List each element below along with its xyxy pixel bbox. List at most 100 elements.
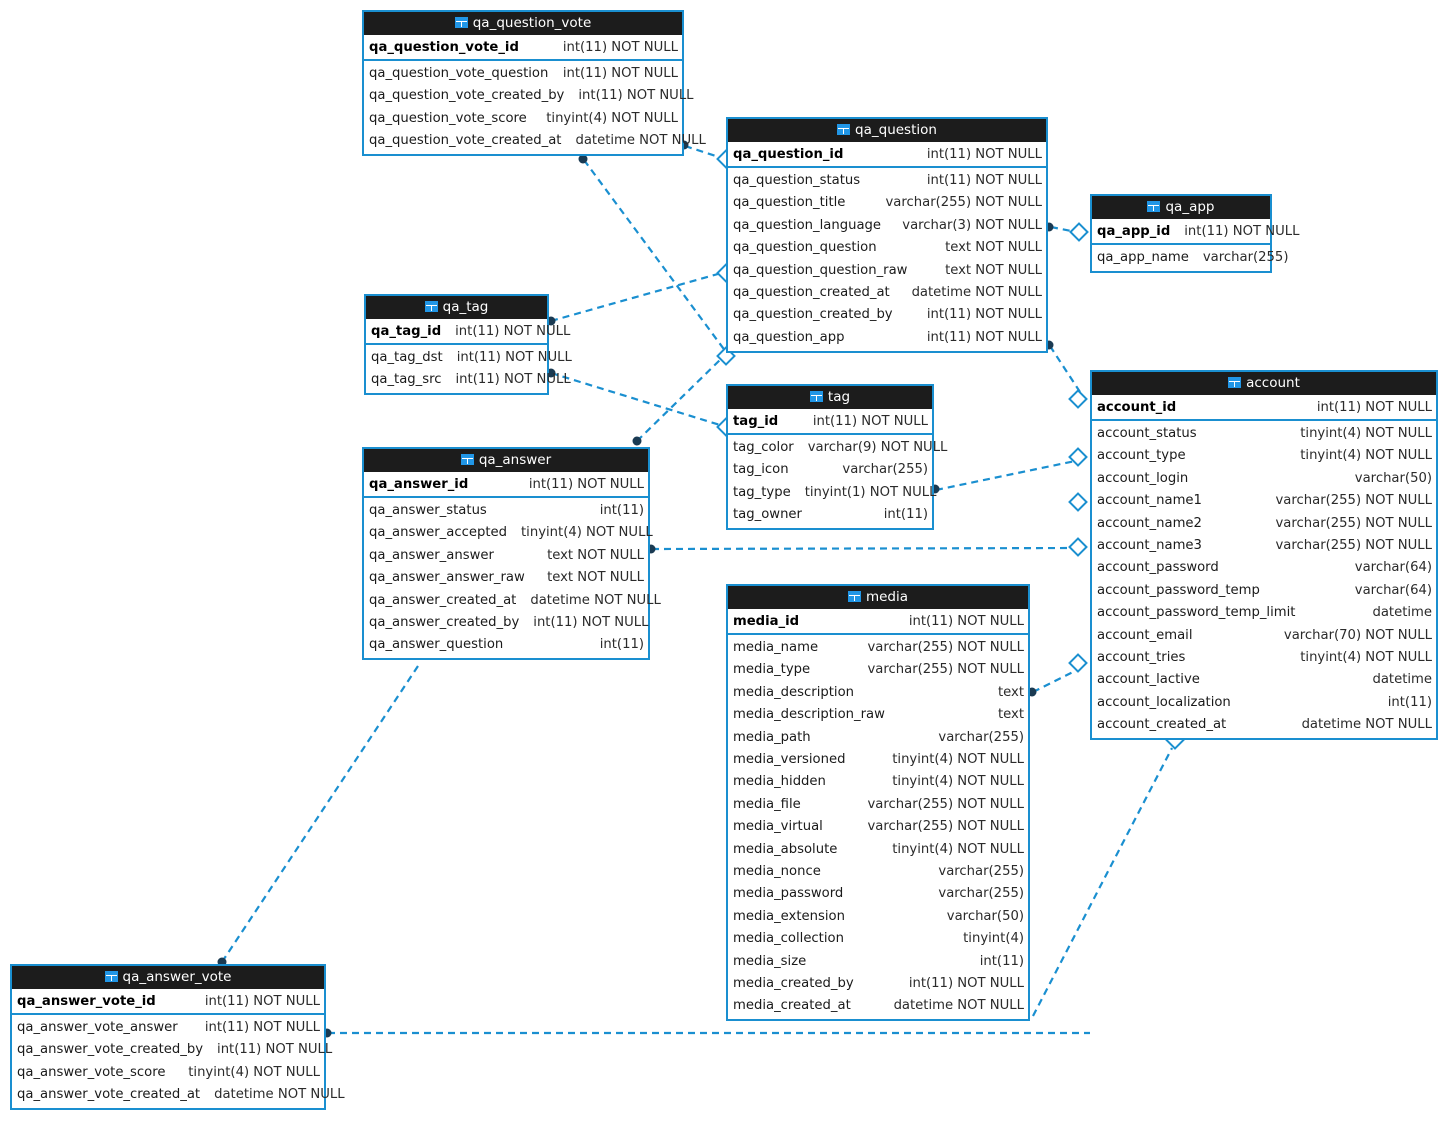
table-icon — [454, 17, 468, 28]
column-name: qa_answer_vote_id — [17, 993, 156, 1009]
entity-header-qa_tag[interactable]: qa_tag — [366, 296, 547, 319]
edge-question-account — [1049, 345, 1081, 393]
entity-header-tag[interactable]: tag — [728, 386, 932, 409]
column-name: account_password_temp_limit — [1097, 605, 1296, 621]
column-name: qa_question_question — [733, 240, 877, 256]
column-type: varchar(3) NOT NULL — [902, 217, 1042, 233]
entity-header-qa_answer_vote[interactable]: qa_answer_vote — [12, 966, 324, 989]
column-name: qa_answer_vote_created_at — [17, 1087, 201, 1103]
column-name: qa_question_vote_created_by — [369, 88, 565, 104]
entity-header-qa_app[interactable]: qa_app — [1092, 196, 1270, 219]
column-name: qa_answer_created_by — [369, 615, 520, 631]
entity-header-qa_question_vote[interactable]: qa_question_vote — [364, 12, 682, 35]
entity-header-qa_answer[interactable]: qa_answer — [364, 449, 648, 472]
entity-header-account[interactable]: account — [1092, 372, 1436, 395]
column-name: qa_question_title — [733, 195, 846, 211]
entity-header-qa_question[interactable]: qa_question — [728, 119, 1046, 142]
column-type: int(11) NOT NULL — [204, 1020, 320, 1036]
entity-header-media[interactable]: media — [728, 586, 1028, 609]
column-name: account_status — [1097, 426, 1197, 442]
